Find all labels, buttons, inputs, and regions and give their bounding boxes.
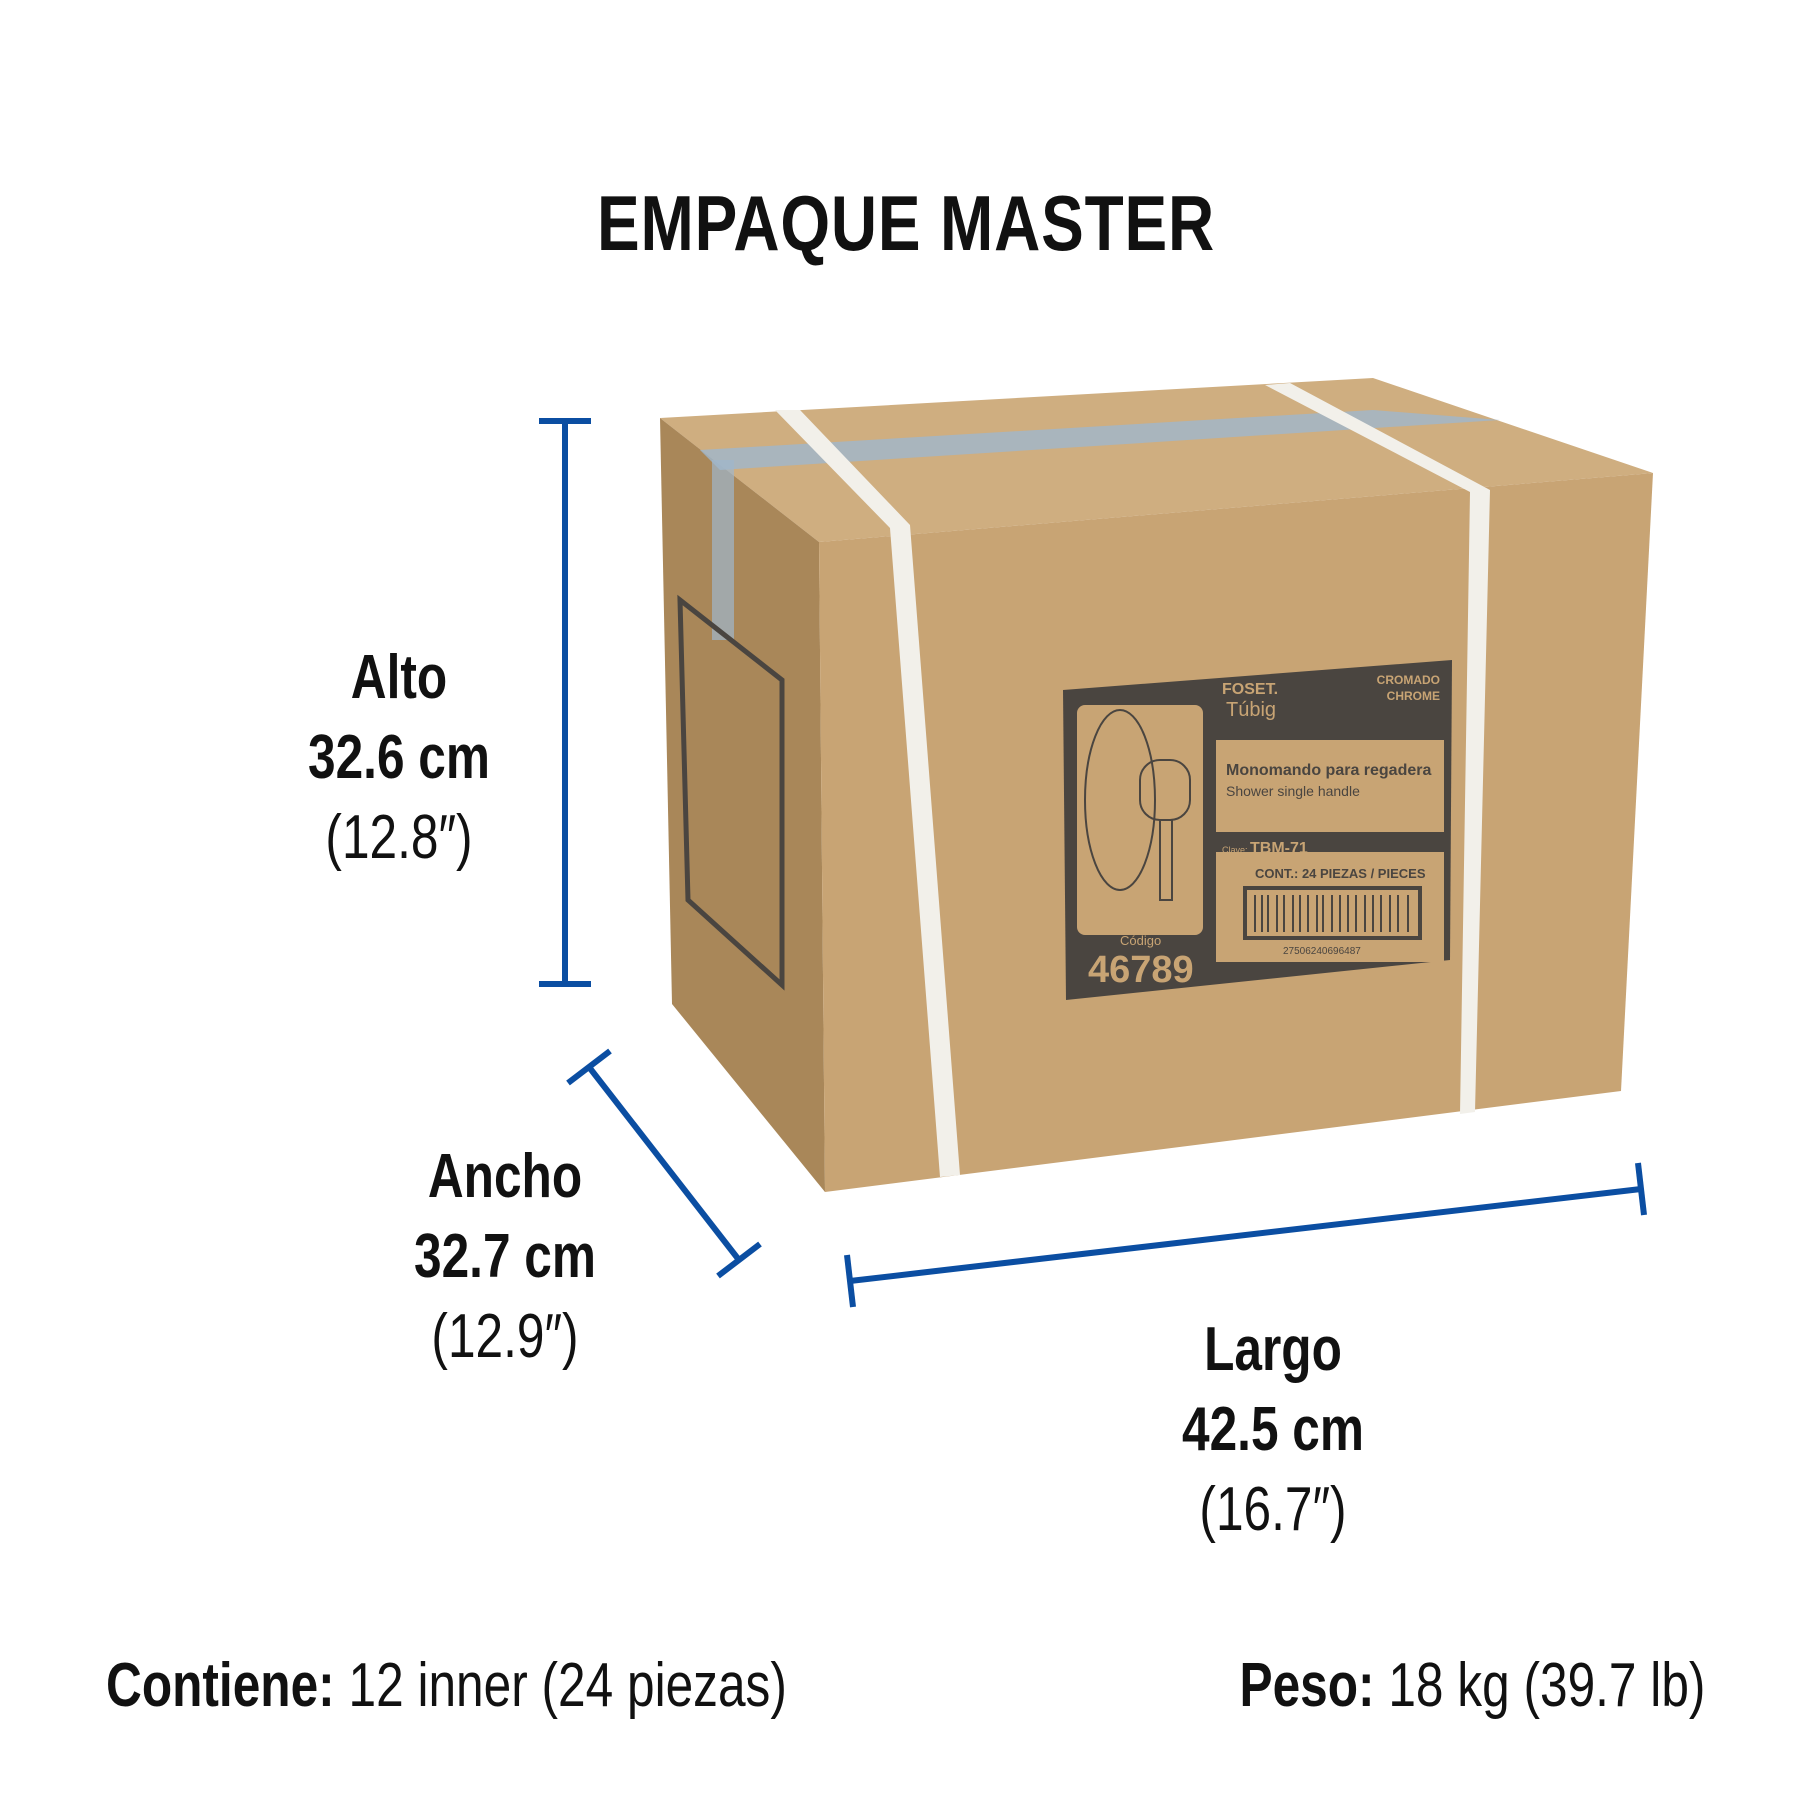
label-finish-es: CROMADO <box>1377 673 1440 687</box>
largo-label: Largo <box>1204 1315 1342 1384</box>
label-barcode-number: 27506240696487 <box>1283 946 1361 957</box>
ancho-metric: 32.7 cm <box>413 1222 596 1291</box>
ancho-dimension: Ancho 32.7 cm (12.9″) <box>345 1137 665 1377</box>
alto-dimension: Alto 32.6 cm (12.8″) <box>239 638 559 878</box>
label-codigo-label: Código <box>1120 933 1161 948</box>
strap-right <box>1265 383 1490 1114</box>
label-finish-en: CHROME <box>1387 689 1440 703</box>
label-clave-label: Clave: <box>1222 845 1248 855</box>
blue-tape <box>700 410 1500 470</box>
weight-info: Peso: 18 kg (39.7 lb) <box>1239 1650 1705 1721</box>
box-left-face <box>660 418 825 1192</box>
label-contents: CONT.: 24 PIEZAS / PIECES <box>1255 866 1426 881</box>
contents-info: Contiene: 12 inner (24 piezas) <box>106 1650 787 1721</box>
weight-value: 18 kg (39.7 lb) <box>1387 1651 1705 1720</box>
ancho-label: Ancho <box>427 1142 583 1211</box>
label-line: Túbig <box>1226 699 1276 721</box>
largo-imperial: (16.7″) <box>1199 1475 1347 1544</box>
alto-label: Alto <box>350 643 448 712</box>
label-clave: TBM-71 <box>1250 840 1308 857</box>
page-title: EMPAQUE MASTER <box>597 179 1215 267</box>
ancho-dimension-line <box>566 1048 762 1279</box>
largo-metric: 42.5 cm <box>1181 1395 1364 1464</box>
label-product-en: Shower single handle <box>1226 783 1360 799</box>
label-product-es: Monomando para regadera <box>1226 762 1431 779</box>
barcode <box>1254 895 1409 932</box>
largo-dimension: Largo 42.5 cm (16.7″) <box>1113 1310 1433 1550</box>
blue-tape-side <box>712 460 734 640</box>
contents-value: 12 inner (24 piezas) <box>348 1651 787 1720</box>
largo-dimension-line <box>844 1162 1647 1308</box>
ancho-imperial: (12.9″) <box>431 1302 579 1371</box>
label-codigo: 46789 <box>1088 949 1194 991</box>
alto-imperial: (12.8″) <box>325 803 473 872</box>
alto-dimension-line <box>539 418 591 987</box>
weight-label: Peso: <box>1239 1651 1375 1720</box>
label-brand: FOSET. <box>1222 681 1278 698</box>
alto-metric: 32.6 cm <box>307 723 490 792</box>
contents-label: Contiene: <box>106 1651 335 1720</box>
strap-left <box>775 410 960 1177</box>
side-label <box>677 594 785 991</box>
product-label: FOSET. Túbig CROMADO CHROME Monomando pa… <box>1063 660 1452 1000</box>
